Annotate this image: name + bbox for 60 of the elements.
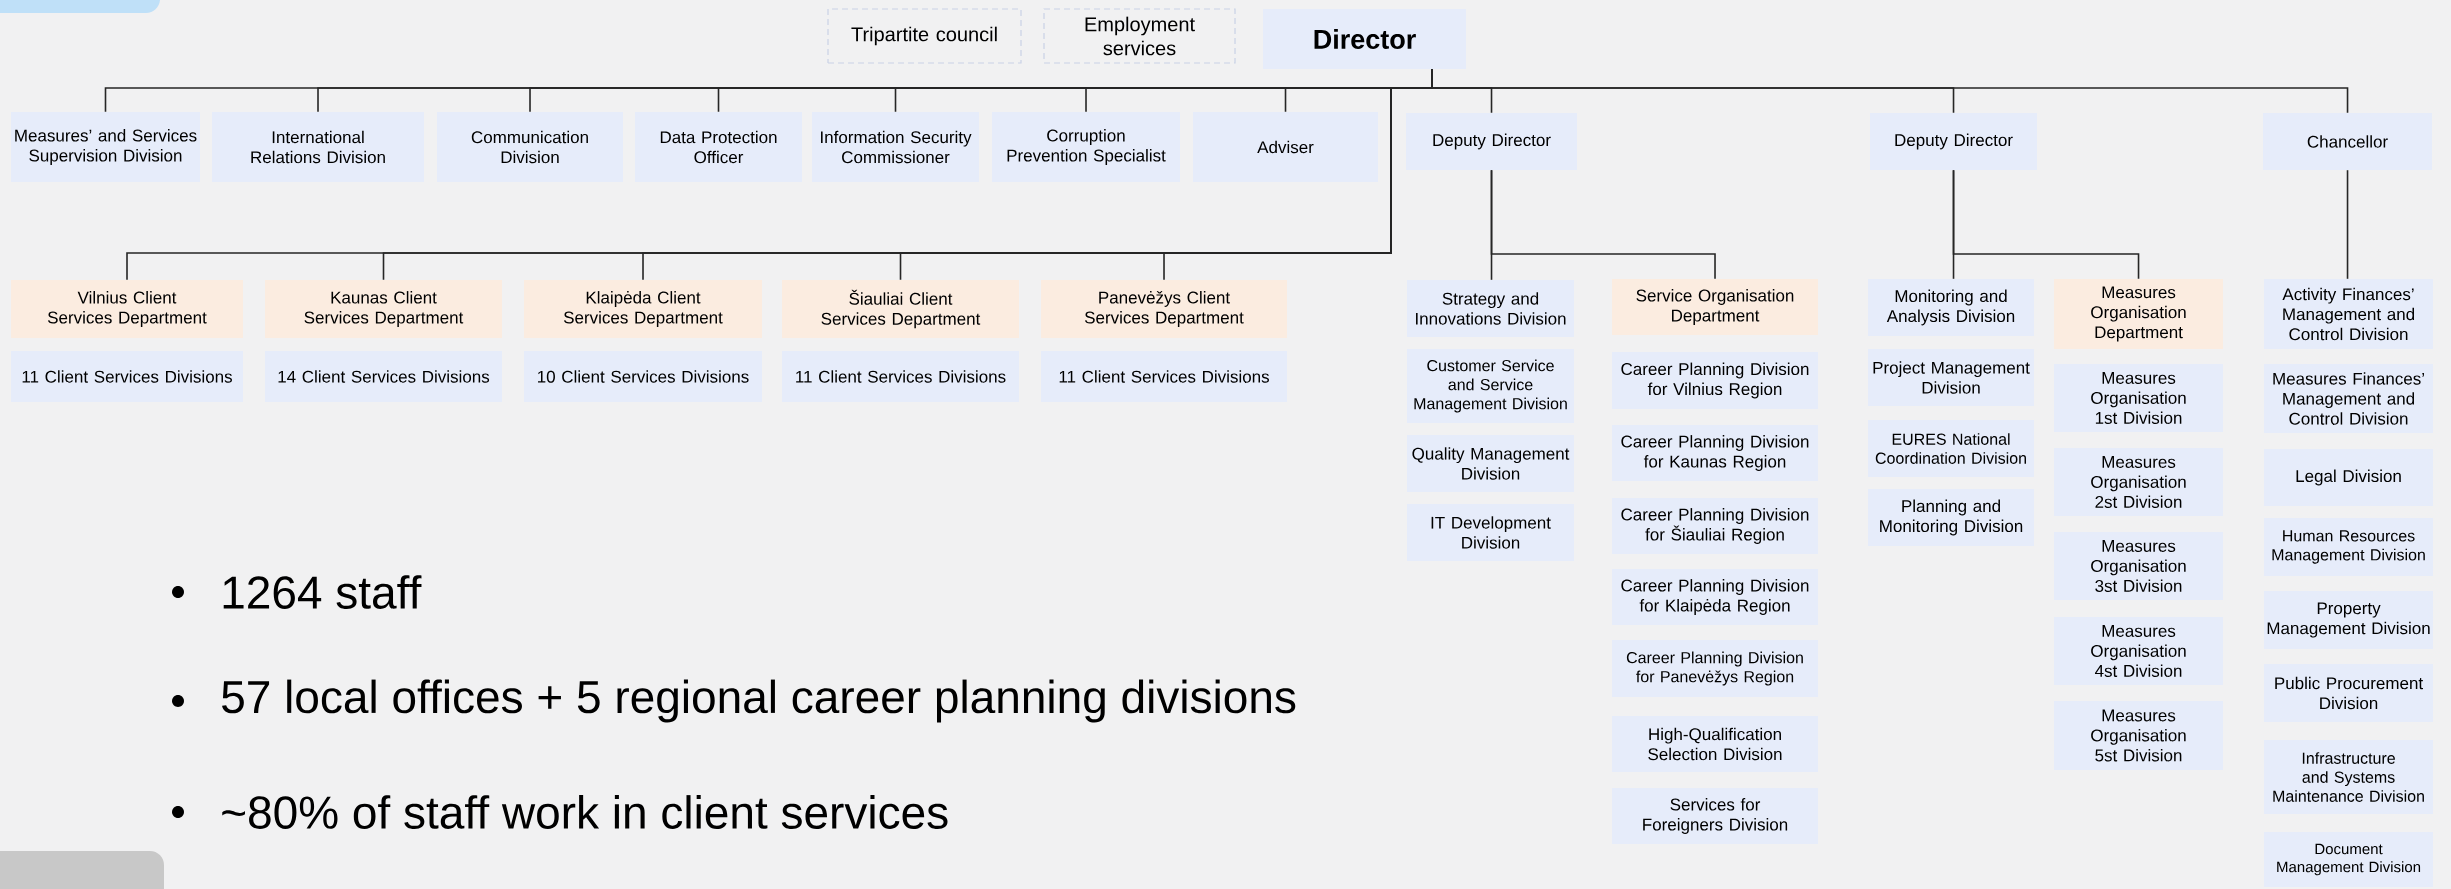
connector-line [1490,169,1716,280]
org-box: Director [1263,9,1466,69]
department-box: Kaunas Client Services Department [265,280,502,338]
org-box: EURES National Coordination Division [1868,420,2035,477]
org-box: Document Management Division [2264,832,2434,887]
department-box: Panevėžys Client Services Department [1041,280,1287,338]
org-box: 14 Client Services Divisions [265,351,502,402]
org-box: Measures Organisation 2st Division [2054,448,2224,516]
org-box: Human Resources Management Division [2264,518,2434,576]
org-box: IT Development Division [1407,504,1574,561]
org-box: Activity Finances’ Management and Control Division [2264,279,2434,349]
org-box: Services for Foreigners Division [1612,788,1818,844]
org-box: Career Planning Division for Klaipėda Region [1612,569,1818,625]
connector-line [1163,68,1433,281]
bullet-text: 1264 staff [223,575,422,609]
org-box: Deputy Director [1406,113,1577,170]
department-box: Šiauliai Client Services Department [782,280,1019,338]
org-box: Information Security Commissioner [812,112,979,182]
connector-line [2346,169,2349,280]
org-box: Communication Division [437,112,623,182]
dashed-box: Employment services [1043,8,1236,64]
connector-line [1952,169,2140,280]
org-box: 10 Client Services Divisions [524,351,762,402]
department-box: Measures Organisation Department [2054,279,2224,349]
org-box: Infrastructure and Systems Maintenance Division [2264,740,2434,814]
org-box: Deputy Director [1870,113,2037,170]
org-box: Career Planning Division for Kaunas Region [1612,425,1818,481]
org-box: Legal Division [2264,449,2434,506]
org-box: Customer Service and Service Management Division [1407,349,1574,423]
org-box: Property Management Division [2264,591,2434,649]
org-box: Project Management Division [1868,349,2035,406]
org-box: Data Protection Officer [635,112,802,182]
org-box: Measures Finances’ Management and Control Division [2264,364,2434,433]
org-box: Measures Organisation 3st Division [2054,532,2224,600]
org-box: Measures Organisation 4st Division [2054,617,2224,685]
org-box: Adviser [1193,112,1378,182]
org-box: Monitoring and Analysis Division [1868,279,2035,336]
department-box: Vilnius Client Services Department [11,280,243,338]
org-box: High-Qualification Selection Division [1612,716,1818,772]
org-box: Planning and Monitoring Division [1868,489,2035,546]
bullet-text: ~80% of staff work in client services [222,795,948,829]
org-box: Measures’ and Services Supervision Division [11,112,200,182]
bullet-text: 57 local offices + 5 regional career planning divisions [222,679,1296,723]
org-box: International Relations Division [212,112,424,182]
department-box: Klaipėda Client Services Department [524,280,762,338]
org-box: Career Planning Division for Vilnius Region [1612,352,1818,409]
org-box: Measures Organisation 5st Division [2054,701,2224,770]
org-box: 11 Client Services Divisions [11,351,243,402]
dashed-box: Tripartite council [827,8,1022,64]
org-box: 11 Client Services Divisions [782,351,1019,402]
org-box: Chancellor [2263,113,2433,170]
org-box: Career Planning Division for Panevėžys Region [1612,640,1818,697]
department-box: Service Organisation Department [1612,279,1818,335]
org-box: Strategy and Innovations Division [1407,280,1574,337]
org-box: Quality Management Division [1407,435,1574,492]
org-box: Career Planning Division for Šiauliai Region [1612,498,1818,554]
org-box: Measures Organisation 1st Division [2054,364,2224,432]
org-box: Public Procurement Division [2264,664,2434,722]
org-box: 11 Client Services Divisions [1041,351,1287,402]
org-box: Corruption Prevention Specialist [992,112,1180,182]
